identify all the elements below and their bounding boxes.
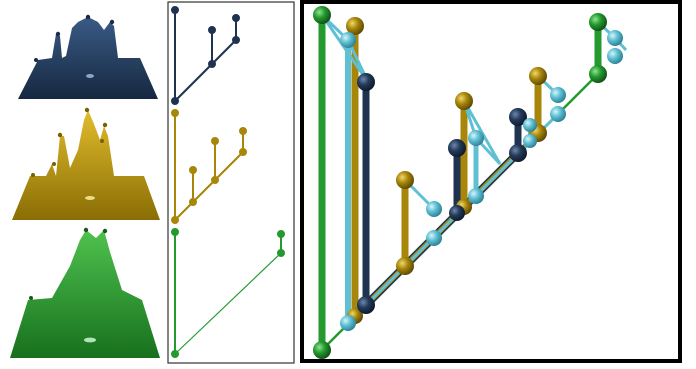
node-navy: [449, 205, 465, 221]
node-gold: [346, 17, 364, 35]
node-gold: [529, 67, 547, 85]
surface-navy: [18, 14, 158, 99]
node-gold: [396, 171, 414, 189]
node-gold: [396, 257, 414, 275]
overlay-nodes: [313, 6, 623, 359]
tree-gold: [171, 109, 247, 224]
node-cyan: [468, 130, 484, 146]
node-green: [589, 13, 607, 31]
node-cyan: [550, 106, 566, 122]
node-green: [589, 65, 607, 83]
node-cyan: [426, 230, 442, 246]
node-green: [313, 6, 331, 24]
node-cyan: [340, 315, 356, 331]
node-cyan: [523, 134, 537, 148]
node-cyan: [550, 87, 566, 103]
node-cyan: [340, 32, 356, 48]
node-cyan: [523, 118, 537, 132]
node-navy: [357, 73, 375, 91]
tree-green: [171, 228, 285, 358]
tree-navy: [171, 6, 240, 105]
node-navy: [509, 108, 527, 126]
node-cyan: [607, 48, 623, 64]
node-cyan: [426, 201, 442, 217]
node-cyan: [607, 30, 623, 46]
node-navy: [509, 144, 527, 162]
node-navy: [448, 139, 466, 157]
node-green: [313, 341, 331, 359]
surface-gold: [12, 107, 160, 220]
surface-green: [10, 227, 160, 358]
node-navy: [357, 296, 375, 314]
tree-panel-frame: [167, 1, 295, 364]
node-cyan: [468, 188, 484, 204]
node-gold: [455, 92, 473, 110]
